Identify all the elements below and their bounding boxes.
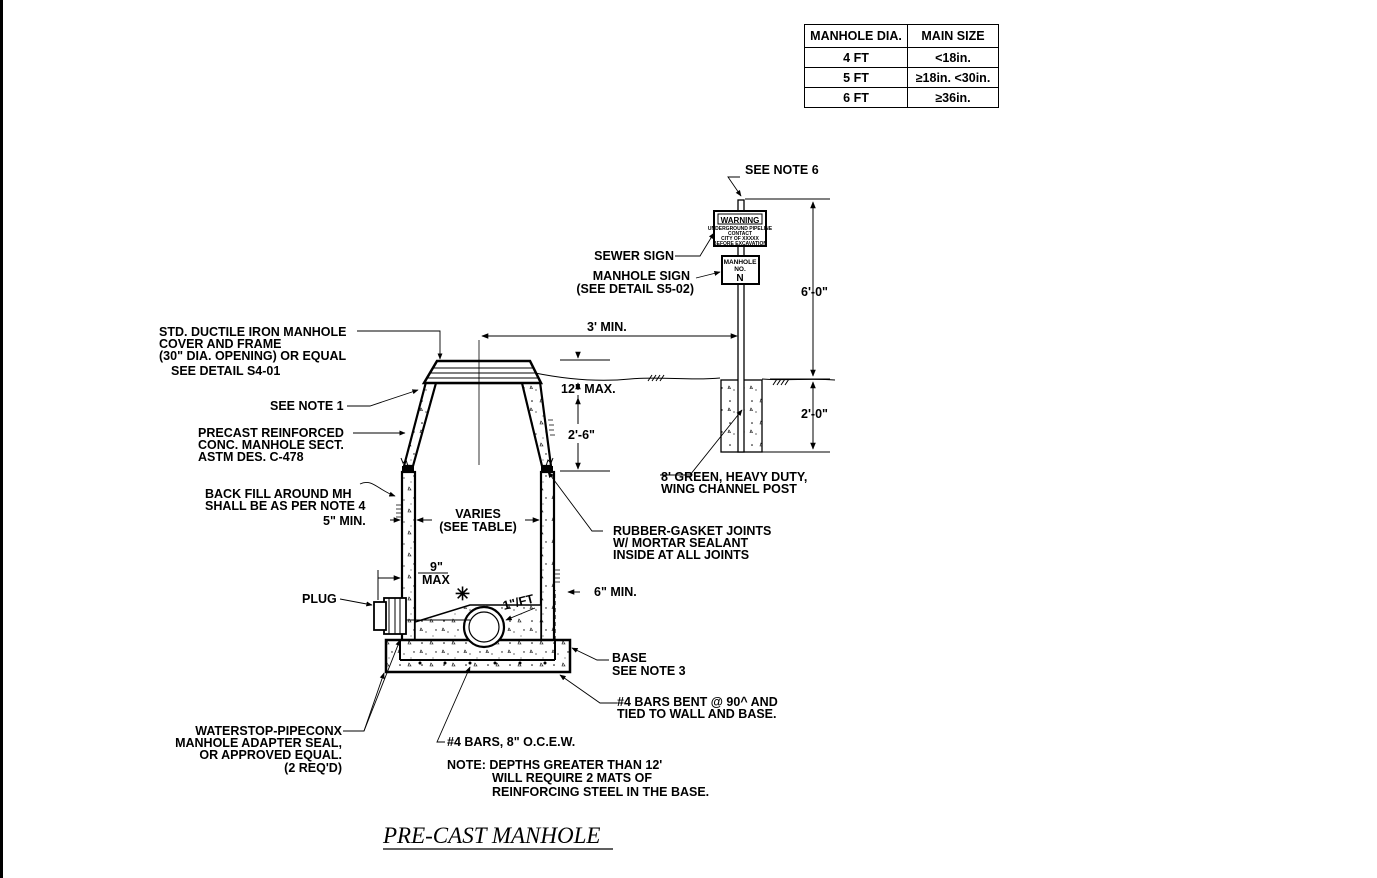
manhole-cone-wall (402, 380, 553, 468)
warning-sign (713, 210, 767, 247)
cover-frame-label: STD. DUCTILE IRON MANHOLE (159, 325, 347, 339)
warning-fine-text: CONTACT (728, 231, 752, 237)
varies-label: VARIES (455, 507, 501, 521)
depth-note: NOTE: DEPTHS GREATER THAN 12' (447, 758, 662, 772)
manhole-cover-frame (421, 359, 544, 385)
manhole-size-table: MANHOLE DIA. MAIN SIZE 4 FT <18in. 5 FT … (804, 24, 999, 108)
table-row: 6 FT ≥36in. (804, 87, 999, 108)
slope-label: 1"/FT (501, 592, 535, 613)
warning-sign-text: WARNING (721, 216, 760, 225)
bent-bars-label: TIED TO WALL AND BASE. (617, 707, 777, 721)
manhole-right-wall (539, 470, 556, 642)
nine-max-label: MAX (422, 573, 450, 587)
table-row: 5 FT ≥18in. <30in. (804, 67, 999, 88)
plug-label: PLUG (302, 592, 337, 606)
table-cell: 6 FT (804, 87, 908, 108)
depth-note: REINFORCING STEEL IN THE BASE. (492, 785, 709, 799)
six-min-label: 6" MIN. (594, 585, 637, 599)
table-cell: ≥36in. (907, 87, 999, 108)
five-min-label: 5" MIN. (323, 514, 366, 528)
gasket-label: RUBBER-GASKET JOINTS (613, 524, 771, 538)
manhole-sign-text: NO. (734, 266, 746, 273)
post-label: WING CHANNEL POST (661, 482, 797, 496)
waterstop-label: MANHOLE ADAPTER SEAL, (175, 736, 342, 750)
warning-fine-text: UNDERGROUND PIPELINE (708, 226, 773, 232)
see-note-6-label: SEE NOTE 6 (745, 163, 819, 177)
see-note-1-label: SEE NOTE 1 (270, 399, 344, 413)
waterstop-label: WATERSTOP-PIPECONX (195, 724, 342, 738)
table-cell: ≥18in. <30in. (907, 67, 999, 88)
cover-frame-label: (30" DIA. OPENING) OR EQUAL (159, 349, 347, 363)
post-label: 8' GREEN, HEAVY DUTY, (661, 470, 807, 484)
manhole-sign-text: MANHOLE (724, 259, 758, 266)
plug-fitting (373, 597, 407, 635)
base-label: BASE (612, 651, 647, 665)
precast-label: ASTM DES. C-478 (198, 450, 304, 464)
manhole-base (384, 638, 572, 674)
warning-fine-text: BEFORE EXCAVATION (713, 241, 767, 247)
leader-lines (339, 176, 743, 743)
bars-label: #4 BARS, 8" O.C.E.W. (447, 735, 575, 749)
dimension-3ft-min: 3' MIN. (587, 320, 627, 334)
sign-post: WARNING UNDERGROUND PIPELINE CONTACT CIT… (708, 199, 773, 453)
table-cell: <18in. (907, 47, 999, 68)
backfill-label: SHALL BE AS PER NOTE 4 (205, 499, 365, 513)
bent-bars-label: #4 BARS BENT @ 90^ AND (617, 695, 778, 709)
depth-note: WILL REQUIRE 2 MATS OF (492, 771, 652, 785)
dimension-lines (377, 198, 830, 600)
gasket-label: INSIDE AT ALL JOINTS (613, 548, 749, 562)
table-cell: 5 FT (804, 67, 908, 88)
manhole-sign-label: MANHOLE SIGN (593, 269, 690, 283)
waterstop-label: OR APPROVED EQUAL. (199, 748, 342, 762)
table-header: MANHOLE DIA. (804, 24, 908, 48)
manhole-number-sign (721, 255, 760, 285)
cover-frame-label: SEE DETAIL S4-01 (171, 364, 280, 378)
sewer-sign-label: SEWER SIGN (594, 249, 674, 263)
precast-label: CONC. MANHOLE SECT. (198, 438, 344, 452)
table-header: MAIN SIZE (907, 24, 999, 48)
dimension-6ft: 6'-0" (801, 285, 828, 299)
gasket-label: W/ MORTAR SEALANT (613, 536, 749, 550)
table-row: 4 FT <18in. (804, 47, 999, 68)
precast-label: PRECAST REINFORCED (198, 426, 344, 440)
drawing-title: PRE-CAST MANHOLE (382, 823, 600, 848)
asterisk-mark: ✳ (455, 584, 470, 604)
warning-fine-text: CITY OF XXXXX (721, 236, 759, 242)
nine-max-label: 9" (430, 560, 443, 574)
dimension-2ft: 2'-0" (801, 407, 828, 421)
backfill-label: BACK FILL AROUND MH (205, 487, 352, 501)
varies-label: (SEE TABLE) (439, 520, 517, 534)
page-border (0, 0, 3, 878)
dimension-2ft6: 2'-6" (568, 428, 595, 442)
manhole-sign-label: (SEE DETAIL S5-02) (576, 282, 694, 296)
manhole-sign-letter: N (736, 273, 743, 284)
manhole-structure: ✳ (373, 340, 572, 674)
table-header-row: MANHOLE DIA. MAIN SIZE (804, 24, 999, 48)
waterstop-label: (2 REQ'D) (284, 761, 342, 775)
outlet-pipe (462, 605, 506, 649)
dimension-12-max: 12" MAX. (561, 382, 616, 396)
base-label: SEE NOTE 3 (612, 664, 686, 678)
cover-frame-label: COVER AND FRAME (159, 337, 281, 351)
